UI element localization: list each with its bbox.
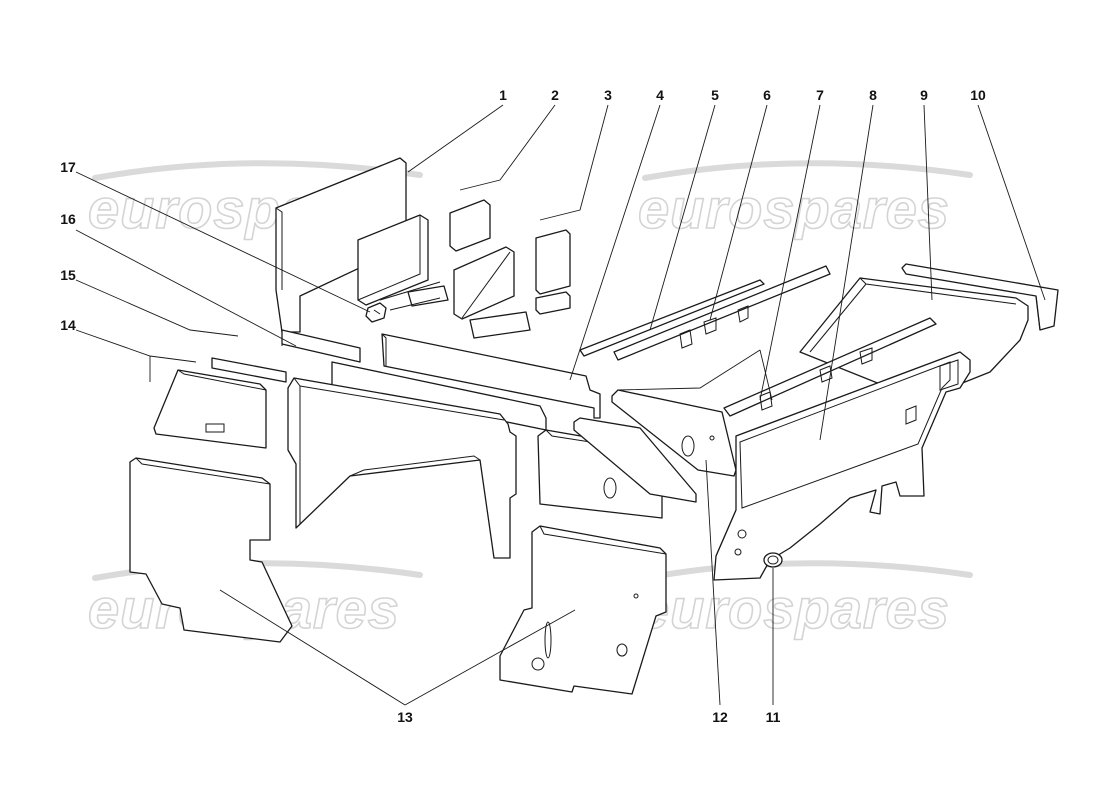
part-13-lower-right-panel bbox=[499, 525, 667, 695]
part-12-middle-pads bbox=[537, 389, 737, 519]
part-14-left-panel bbox=[153, 369, 267, 449]
callout-16: 16 bbox=[60, 211, 76, 227]
callout-5: 5 bbox=[711, 87, 719, 103]
leader-lines bbox=[75, 104, 1046, 706]
callout-labels: 1 2 3 4 5 6 7 8 9 10 11 12 13 14 15 16 1… bbox=[60, 87, 986, 725]
callout-3: 3 bbox=[604, 87, 612, 103]
part-8-side-panel bbox=[713, 351, 971, 581]
callout-8: 8 bbox=[869, 87, 877, 103]
callout-6: 6 bbox=[763, 87, 771, 103]
leader-13a bbox=[219, 589, 406, 706]
leader-10 bbox=[977, 104, 1046, 301]
leader-3 bbox=[539, 104, 609, 221]
guide-line-b bbox=[617, 349, 761, 391]
part-3-corner-pads bbox=[535, 229, 571, 315]
leader-2 bbox=[459, 104, 556, 191]
part-2-pad-group bbox=[357, 199, 531, 339]
callout-2: 2 bbox=[551, 87, 559, 103]
leader-9 bbox=[923, 104, 933, 301]
part-1-bulkhead-panel bbox=[275, 157, 407, 333]
part-5-strip bbox=[579, 265, 831, 361]
leader-17 bbox=[75, 171, 371, 313]
callout-15: 15 bbox=[60, 267, 76, 283]
part-10-rail bbox=[901, 263, 1059, 331]
leader-13b bbox=[404, 609, 576, 706]
leader-12 bbox=[705, 459, 721, 706]
part-3-rear-panel bbox=[381, 333, 601, 419]
callout-17: 17 bbox=[60, 159, 76, 175]
leader-1 bbox=[407, 104, 504, 173]
leader-14 bbox=[75, 329, 197, 363]
left-panel-tab bbox=[205, 423, 225, 433]
leader-5 bbox=[649, 104, 716, 331]
callout-13: 13 bbox=[397, 709, 413, 725]
callout-7: 7 bbox=[816, 87, 824, 103]
watermark-text-4: eurospares bbox=[638, 577, 950, 640]
callout-14: 14 bbox=[60, 317, 76, 333]
callout-12: 12 bbox=[712, 709, 728, 725]
callout-9: 9 bbox=[920, 87, 928, 103]
leader-6 bbox=[709, 104, 768, 321]
leader-16 bbox=[75, 229, 297, 347]
callout-10: 10 bbox=[970, 87, 986, 103]
part-16-panel bbox=[281, 329, 361, 363]
callout-1: 1 bbox=[499, 87, 507, 103]
callout-4: 4 bbox=[656, 87, 664, 103]
leader-7 bbox=[759, 104, 821, 401]
callout-11: 11 bbox=[766, 709, 781, 725]
part-13-lower-left-panel bbox=[129, 457, 293, 643]
guide-line-c bbox=[759, 349, 773, 401]
leader-4 bbox=[569, 104, 661, 381]
part-9-tray bbox=[799, 277, 1029, 401]
leader-8 bbox=[819, 104, 874, 441]
watermark-text-2: eurospares bbox=[638, 177, 950, 240]
part-16-tunnel-panel bbox=[287, 377, 517, 559]
leader-15 bbox=[75, 279, 239, 337]
part-11-grommet bbox=[763, 552, 783, 568]
part-7-bracket-strip bbox=[723, 317, 937, 417]
part-17-clip bbox=[365, 302, 387, 323]
